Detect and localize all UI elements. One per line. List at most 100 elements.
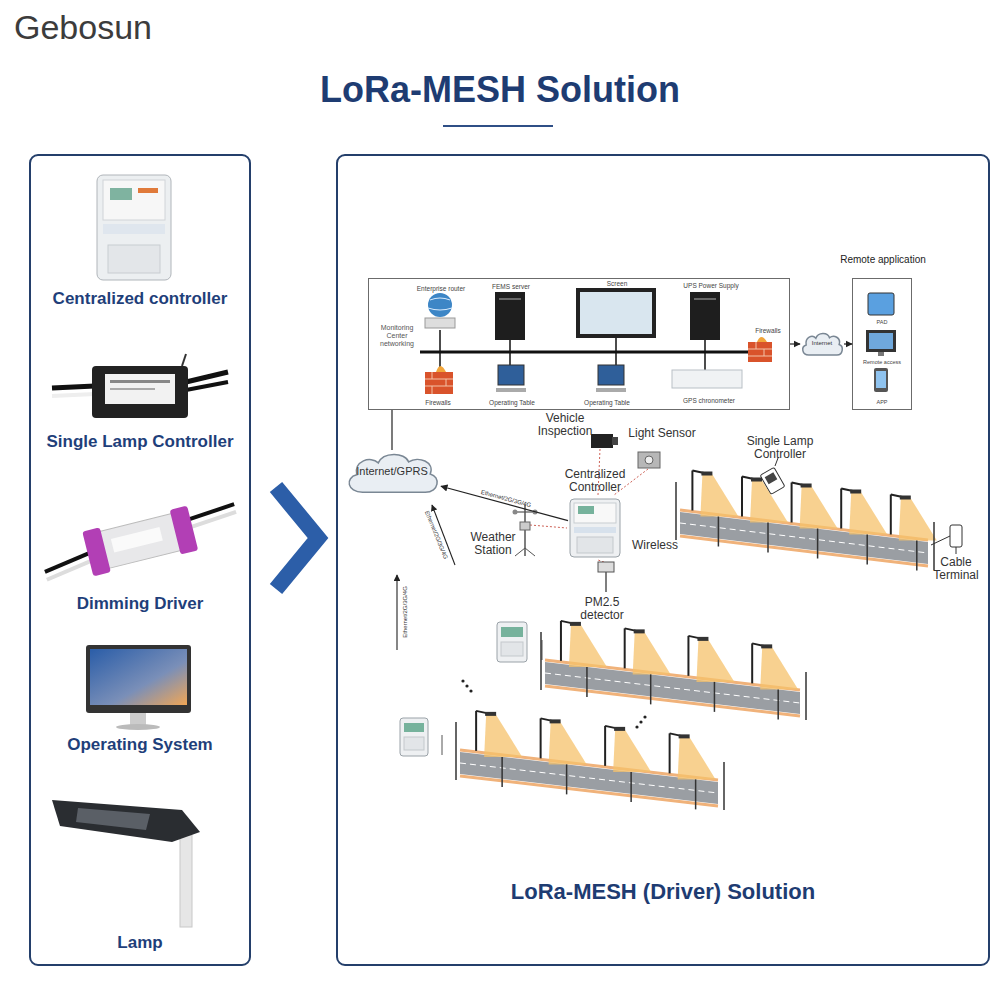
dimming-driver-illustration <box>38 494 243 587</box>
lamp-pole <box>687 636 689 676</box>
uplink-arrows <box>397 505 455 650</box>
product-panel <box>30 155 250 965</box>
monitoring-equipment <box>439 330 441 372</box>
lamp-pole <box>475 711 477 751</box>
sensor-illustrations <box>533 510 538 515</box>
diagram-caption: LoRa-MESH (Driver) Solution <box>337 880 989 905</box>
controller-outline <box>577 537 613 553</box>
remote-devices <box>874 368 888 392</box>
light-cone <box>849 493 887 535</box>
node-text: Monitoring Center networking <box>371 324 423 347</box>
sensor-illustrations <box>513 510 518 515</box>
concentrator-illustration <box>103 224 165 234</box>
street-lamp-illustration <box>180 835 192 927</box>
lamp-pole <box>751 643 753 683</box>
sensor-illustrations <box>591 434 613 448</box>
lamp-pole <box>540 718 542 758</box>
light-cone <box>569 625 607 667</box>
lamp-controller-illustration <box>186 372 228 382</box>
monitoring-equipment <box>596 388 626 392</box>
node-text: GPS chronometer <box>673 397 745 404</box>
street-lamp-illustration <box>52 800 200 842</box>
controller-outline <box>574 503 616 523</box>
lamp-pole <box>566 764 568 794</box>
sensor-illustrations <box>612 437 618 445</box>
lamp-controller-illustration <box>52 394 95 396</box>
lamp-head <box>761 644 772 648</box>
dimming-driver-illustration <box>186 504 235 520</box>
lamp-head <box>485 712 496 716</box>
connector <box>790 343 800 344</box>
remote-devices <box>866 293 896 392</box>
node-text: APP <box>853 399 911 405</box>
lamp-head <box>679 734 690 738</box>
lamp-pole <box>501 757 503 787</box>
light-cone <box>760 647 798 689</box>
light-cone <box>549 722 587 764</box>
link-label: Ethernet/2G/3G/4G <box>420 501 452 568</box>
brand-logo: Gebosun <box>14 8 234 46</box>
lamp-controller-illustration <box>110 380 170 383</box>
concentrator-illustration <box>138 188 158 193</box>
lamp-pole <box>560 621 562 661</box>
concentrator-illustration <box>108 245 160 273</box>
title-underline <box>443 125 553 127</box>
monitor-illustration <box>86 645 191 730</box>
lamp-pole <box>777 689 779 719</box>
lamp-pole <box>741 477 743 517</box>
lamp-head <box>751 478 762 482</box>
lamp-head <box>850 490 861 494</box>
node-text: Remote access <box>853 359 911 365</box>
street-lamp-illustration <box>76 808 150 830</box>
device-label: Vehicle Inspection <box>532 412 598 439</box>
controller-outline <box>568 497 622 559</box>
uplink-arrows <box>396 575 397 650</box>
sensor-illustrations <box>515 511 535 512</box>
row-controllers <box>404 723 424 732</box>
monitoring-equipment <box>748 342 772 362</box>
lamp-pole <box>455 722 457 780</box>
remote-application-box: Remote applicationPADRemote accessAPP <box>852 278 912 410</box>
lamp-controller-illustration <box>52 386 95 388</box>
lamp-pole <box>650 674 652 704</box>
monitoring-equipment <box>428 293 452 317</box>
monitoring-equipment <box>576 288 656 338</box>
monitoring-equipment <box>704 340 706 370</box>
lamp-controller-illustration <box>186 382 228 390</box>
lamp-head <box>550 719 561 723</box>
monitoring-equipment <box>420 288 772 394</box>
chevron-arrow <box>276 487 318 589</box>
light-cone <box>750 481 788 523</box>
product-name: Centralized controller <box>30 289 250 308</box>
dimming-driver-illustration <box>82 527 111 576</box>
connector <box>441 486 568 520</box>
road-kerb <box>460 776 718 806</box>
lamp-pole <box>695 779 697 809</box>
internet-cloud: Internet <box>800 331 844 357</box>
device-label: Cable Terminal <box>922 556 990 583</box>
lamp-pole <box>840 489 842 529</box>
node-text: Firewalls <box>743 327 793 334</box>
monitoring-equipment <box>425 372 453 394</box>
monitoring-equipment <box>615 338 617 365</box>
link-label: Ethernet/2G/3G/4G <box>402 577 409 647</box>
continuation-dots <box>639 720 642 723</box>
node-text: Internet <box>800 340 844 347</box>
sensor-illustrations <box>520 522 530 530</box>
node-text: Enterprise router <box>411 285 471 292</box>
continuation-dots <box>465 684 468 687</box>
monitoring-equipment <box>420 351 760 354</box>
remote-devices <box>868 293 894 315</box>
monitoring-equipment <box>425 318 455 328</box>
node-text: PAD <box>853 319 911 325</box>
lamp-pole <box>723 762 725 810</box>
lamp-controller-illustration <box>105 374 175 404</box>
monitoring-equipment <box>757 337 767 342</box>
lamp-head <box>900 496 911 500</box>
light-cone <box>613 730 651 772</box>
node-text: Centralized Controller <box>548 468 642 495</box>
monitoring-equipment <box>425 372 453 394</box>
remote-devices <box>876 371 886 388</box>
